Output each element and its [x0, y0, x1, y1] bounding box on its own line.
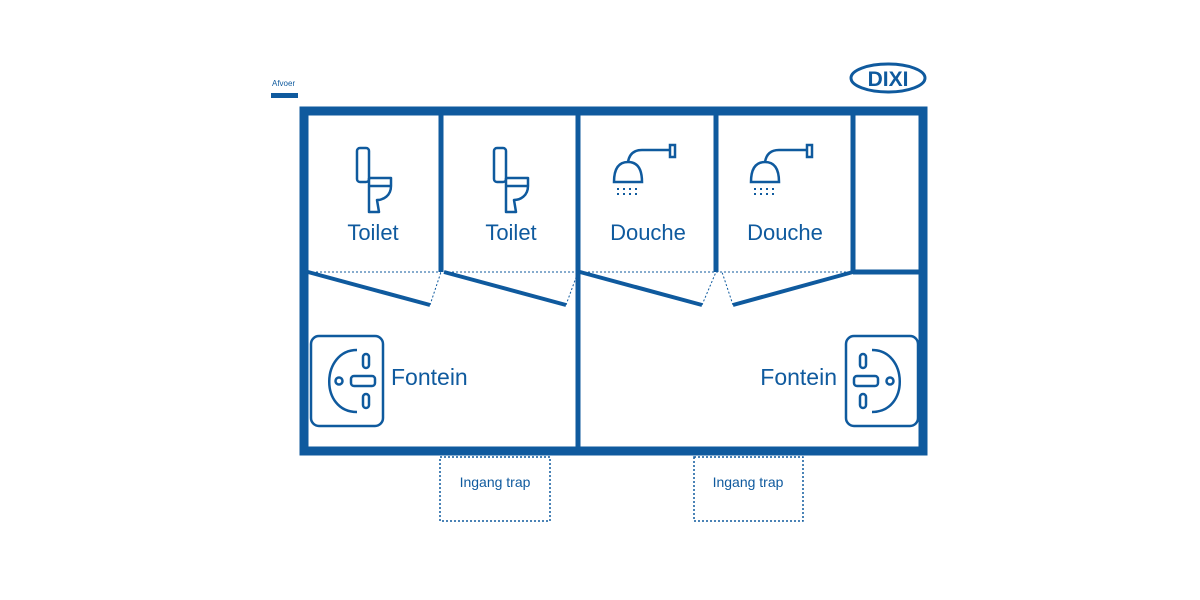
- sink-icon: [309, 334, 385, 428]
- dixi-logo: DIXI: [849, 62, 927, 94]
- entrance-stairs: [693, 456, 804, 522]
- door: [579, 270, 703, 307]
- entrance-label: Ingang trap: [713, 474, 784, 490]
- fontein-label: Fontein: [760, 364, 837, 390]
- room-label: Douche: [747, 220, 823, 245]
- sink-icon: [844, 334, 920, 428]
- room-label: Douche: [610, 220, 686, 245]
- door: [307, 270, 431, 307]
- toilet-icon: [355, 146, 393, 214]
- room-label: Toilet: [347, 220, 398, 245]
- walls: [299, 106, 928, 456]
- door: [732, 270, 854, 307]
- shower-icon: [612, 143, 677, 198]
- entrance-stairs: [439, 456, 551, 522]
- shower-icon: [749, 143, 814, 198]
- legend-drain-swatch: [271, 93, 298, 98]
- logo-text: DIXI: [868, 68, 909, 91]
- entrance-label: Ingang trap: [460, 474, 531, 490]
- room-label: Toilet: [485, 220, 536, 245]
- toilet-icon: [492, 146, 530, 214]
- fontein-label: Fontein: [391, 364, 468, 390]
- legend-label: Afvoer: [272, 79, 295, 88]
- door: [443, 270, 567, 307]
